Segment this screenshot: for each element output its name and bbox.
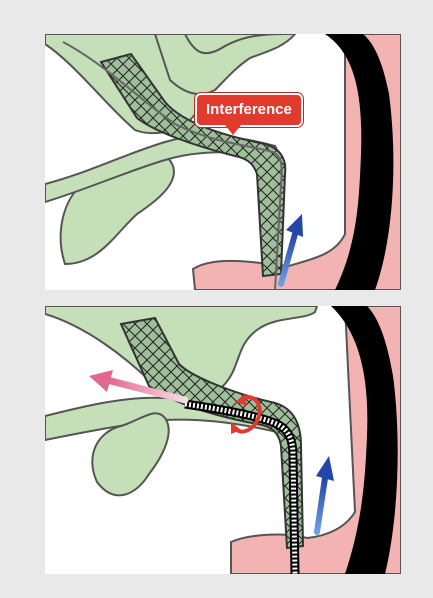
- interference-label: Interference: [195, 93, 303, 127]
- bottom-diagram-panel: [45, 306, 401, 574]
- top-illustration: [45, 34, 401, 290]
- bottom-illustration: [45, 306, 401, 574]
- upward-arrow-icon: [316, 456, 334, 532]
- top-diagram-panel: Interference: [45, 34, 401, 290]
